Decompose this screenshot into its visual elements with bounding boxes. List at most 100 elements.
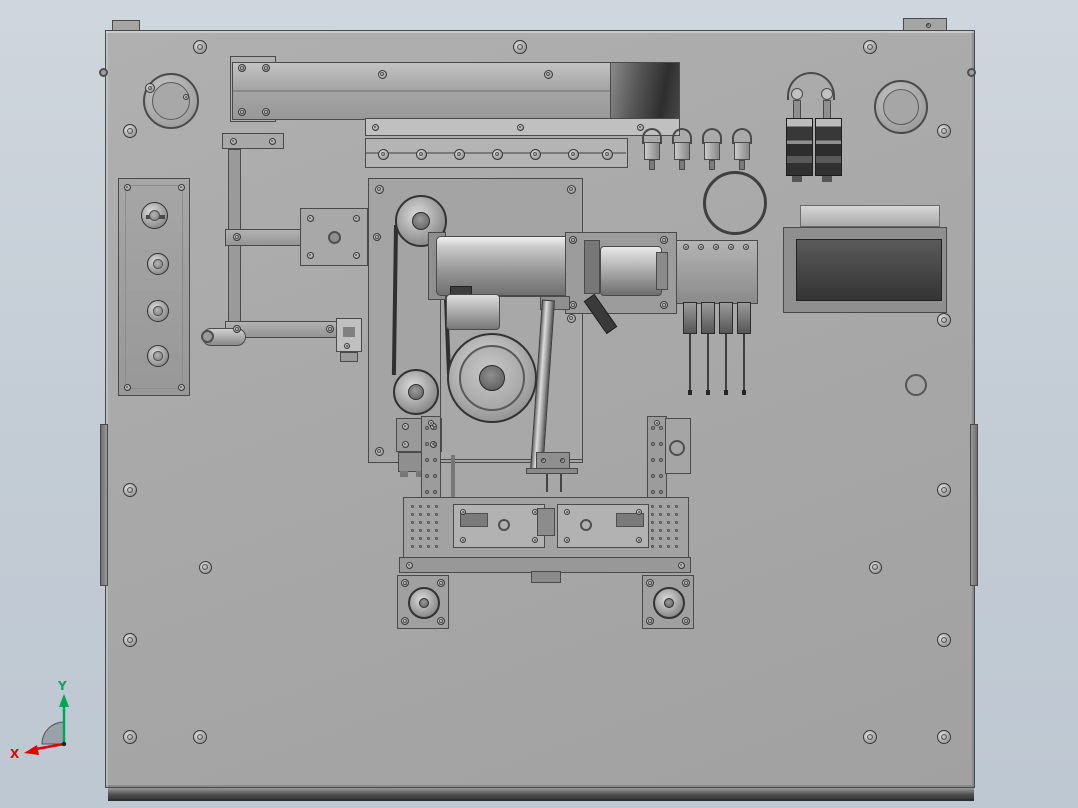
small-port-hole (905, 374, 927, 396)
gantry-beam-seam (233, 90, 678, 92)
screw (401, 440, 409, 448)
bearing-boss-inner (883, 89, 919, 125)
control-bracket-face (125, 185, 183, 389)
screw (460, 509, 466, 515)
grid-hole (418, 504, 422, 508)
center-tab (531, 571, 561, 583)
screw (198, 560, 212, 574)
grid-hole (434, 520, 438, 524)
grid-hole (418, 528, 422, 532)
screw (123, 124, 137, 138)
grid-hole (426, 504, 430, 508)
screw (377, 69, 387, 79)
guide-post (451, 455, 455, 499)
dispense-needle (707, 334, 709, 390)
motor-end-cap (656, 252, 668, 290)
clamp-bracket-foot (340, 352, 358, 362)
knob-slot (146, 215, 165, 219)
panel-button-2[interactable] (147, 300, 169, 322)
grid-hole (674, 544, 678, 548)
screw (566, 313, 576, 323)
screw (326, 325, 334, 333)
slide-unit-right[interactable] (557, 504, 649, 548)
grid-hole (426, 544, 430, 548)
seal-ring (703, 171, 767, 235)
screw (513, 40, 527, 54)
solenoid-valve-right[interactable] (815, 118, 842, 176)
grid-hole (658, 520, 662, 524)
grid-hole (666, 512, 670, 516)
screw (532, 537, 538, 543)
grid-hole (410, 520, 414, 524)
tube-loop (642, 128, 662, 144)
foot-right-bearing (653, 587, 685, 619)
screw (352, 214, 360, 222)
screw (415, 148, 427, 160)
gantry-beam[interactable] (232, 62, 680, 120)
plate-right-side-tab (970, 424, 978, 586)
plate-left-side-tab (100, 424, 108, 586)
screw (183, 94, 189, 100)
solenoid-tab-right (822, 176, 832, 182)
screw (937, 313, 951, 327)
column-vertical-plate (228, 149, 241, 345)
grid-hole (674, 504, 678, 508)
screw (646, 579, 654, 587)
lower-pulley[interactable] (393, 369, 439, 415)
screw (401, 422, 409, 430)
grid-hole (426, 536, 430, 540)
screw (863, 730, 877, 744)
grid-hole (674, 512, 678, 516)
grid-hole (410, 512, 414, 516)
screw (863, 40, 877, 54)
grid-hole (658, 544, 662, 548)
fitting-body (704, 142, 720, 160)
frame-hole (425, 442, 429, 446)
panel-button-3[interactable] (147, 345, 169, 367)
large-drum[interactable] (447, 333, 537, 423)
grid-hole (666, 536, 670, 540)
screw (193, 730, 207, 744)
boss-top-left-inner (152, 82, 190, 120)
triad-origin-fan (41, 721, 65, 745)
screw (566, 184, 576, 194)
pneumatic-manifold[interactable] (676, 240, 758, 304)
screw (229, 137, 237, 145)
small-cylinder (446, 294, 500, 330)
panel-button-1[interactable] (147, 253, 169, 275)
hose-fitting-right-cap (821, 88, 833, 100)
slotted-adjuster-knob[interactable] (141, 202, 168, 229)
screw (352, 251, 360, 259)
motor-cylinder[interactable] (600, 246, 662, 296)
screw (193, 40, 207, 54)
screw (491, 148, 503, 160)
grid-hole (658, 528, 662, 532)
screw (636, 509, 642, 515)
grid-hole (426, 520, 430, 524)
screw (743, 244, 749, 250)
frame-hole (651, 490, 655, 494)
screw (306, 214, 314, 222)
slide-unit-left[interactable] (453, 504, 545, 548)
control-bracket[interactable] (118, 178, 190, 396)
screw (405, 561, 413, 569)
needle-tip (724, 390, 728, 395)
solenoid-valve-left[interactable] (786, 118, 813, 176)
screw (268, 137, 276, 145)
grid-hole (658, 536, 662, 540)
fitting-stem (649, 160, 655, 170)
screw (567, 148, 579, 160)
grid-hole (674, 520, 678, 524)
screw (377, 148, 389, 160)
screw (516, 123, 524, 131)
fitting-stem (739, 160, 745, 170)
frame-hole (651, 442, 655, 446)
screw (233, 233, 241, 241)
needle-tip (742, 390, 746, 395)
screw (682, 579, 690, 587)
frame-hole (433, 442, 437, 446)
slide-hole-right (580, 519, 592, 531)
grid-hole (666, 520, 670, 524)
bracket-ring-hole (669, 440, 685, 456)
